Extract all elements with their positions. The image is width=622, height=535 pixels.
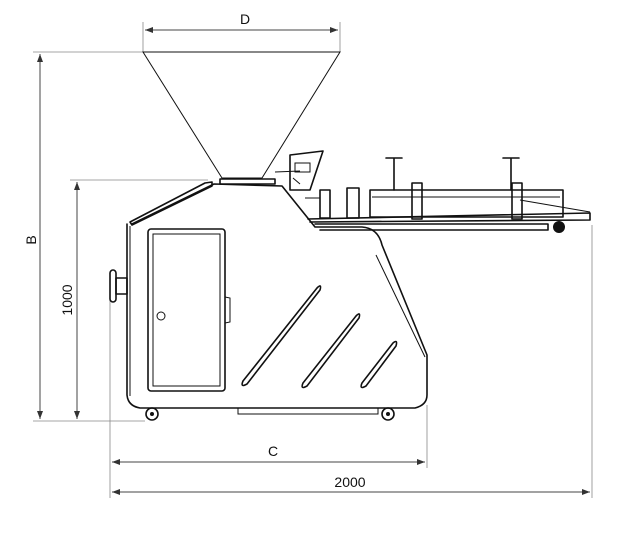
dimension-c-label: C: [268, 443, 278, 459]
dimension-d-label: D: [240, 11, 250, 27]
adjust-knob-icon: [502, 157, 520, 191]
extension-lines: [33, 22, 593, 498]
machine-door: [147, 228, 226, 392]
wheel: [145, 407, 159, 421]
dimension-b-label: B: [23, 235, 39, 244]
dimension-2000-label: 2000: [334, 474, 365, 490]
handwheel-icon: [109, 269, 128, 303]
machine-body: [109, 178, 428, 421]
vent-slot: [241, 285, 322, 387]
vent-slot: [301, 313, 361, 389]
door-handle: [156, 311, 166, 321]
hopper: [142, 51, 341, 179]
conveyor: [274, 150, 591, 233]
vent-slot: [360, 340, 398, 389]
wheel: [381, 407, 395, 421]
conveyor-knob: [553, 221, 565, 233]
adjust-knob-icon: [385, 157, 403, 191]
dimension-1000-label: 1000: [59, 284, 75, 315]
